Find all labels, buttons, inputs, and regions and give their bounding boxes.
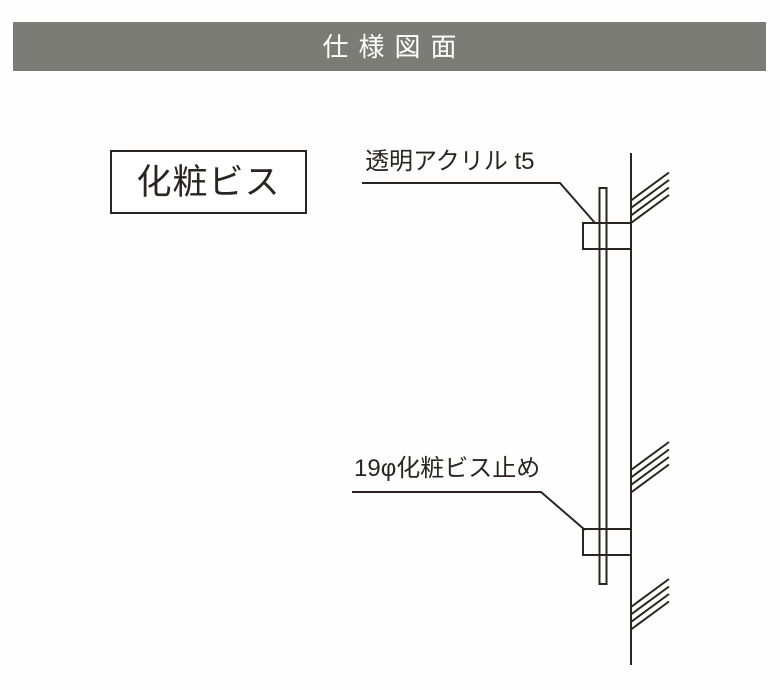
part-label-box: 化粧ビス (110, 150, 307, 214)
screw-annotation-label: 19φ化粧ビス止め (354, 455, 541, 482)
hatch-mark (630, 578, 670, 608)
hatch-mark (630, 171, 670, 202)
page-title: 仕様図面 (322, 31, 467, 62)
hatch-mark (630, 593, 670, 623)
hatch-mark (630, 463, 670, 494)
hatch-mark (630, 194, 670, 224)
acrylic-panel (598, 187, 608, 585)
hatch-mark (630, 186, 670, 217)
leader-line-screw (352, 491, 586, 531)
leader-line-acrylic (362, 182, 596, 224)
title-bar: 仕様図面 (13, 22, 766, 71)
hatch-mark (630, 456, 670, 486)
wall-hatch-bottom (630, 578, 670, 631)
hatch-mark (630, 179, 670, 209)
hatch-mark (630, 585, 670, 616)
standoff-screw-lower (582, 528, 632, 556)
hatch-mark (630, 448, 670, 479)
hatch-mark (630, 600, 670, 631)
part-label-text: 化粧ビス (136, 162, 281, 202)
wall-hatch-top (630, 171, 670, 224)
hatch-mark (630, 441, 670, 471)
standoff-screw-upper (582, 222, 632, 250)
wall-hatch-middle (630, 441, 670, 494)
acrylic-annotation-label: 透明アクリル t5 (365, 148, 535, 175)
